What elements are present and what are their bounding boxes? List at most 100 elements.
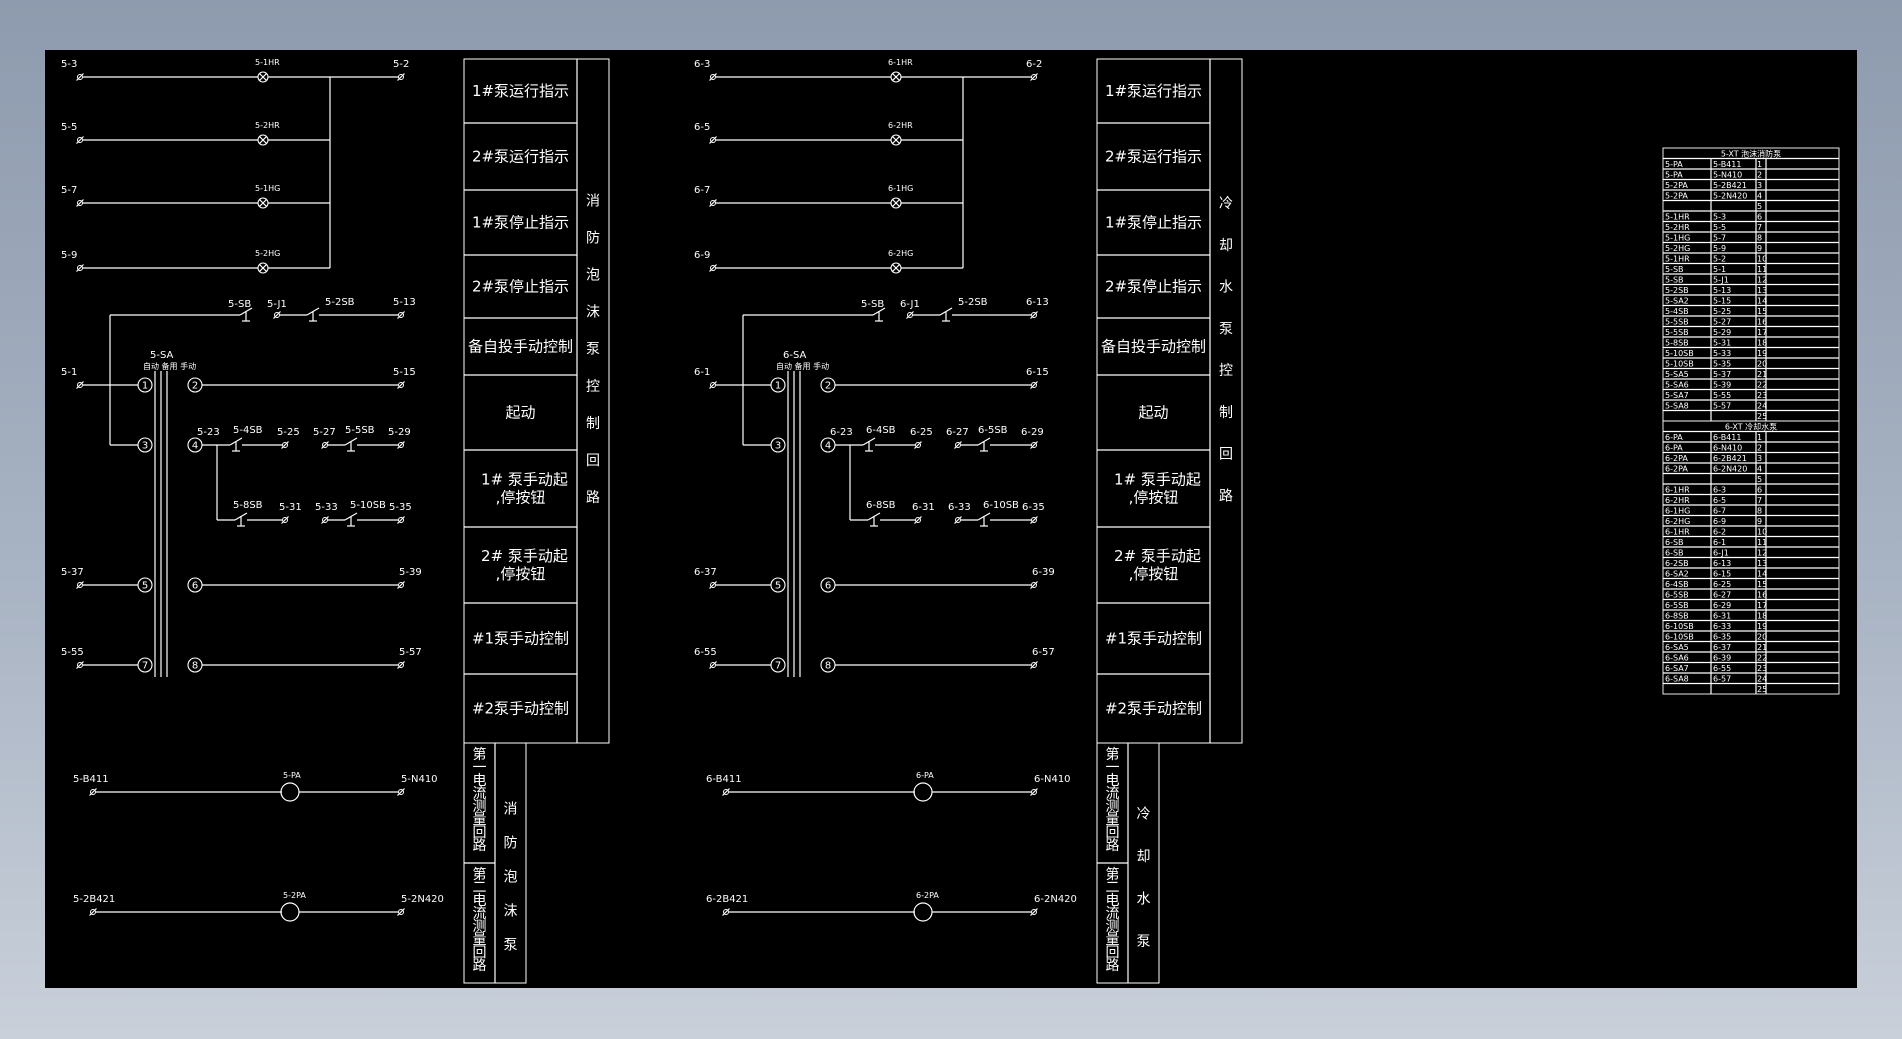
row-label: 6-29: [1021, 427, 1044, 438]
table-cell: 24: [1757, 402, 1767, 411]
lamp-label: 6-2HR: [888, 121, 913, 130]
table-cell: 6-5SB: [1665, 591, 1689, 600]
contact-number: 8: [825, 661, 831, 672]
vertical-char: 路: [473, 958, 487, 974]
row-label: 5-25: [277, 427, 300, 438]
vertical-char: 路: [586, 490, 600, 506]
row-label: 5-27: [313, 427, 336, 438]
sb-label: 5-SB: [228, 299, 251, 310]
vertical-char: 量: [473, 812, 487, 828]
terminal-label: 5-2B421: [73, 894, 115, 905]
table-cell: 6-37: [1713, 643, 1731, 652]
terminal-slash: [709, 199, 717, 207]
table-cell: 6-2PA: [1665, 454, 1688, 463]
table-cell: 17: [1757, 601, 1767, 610]
table-cell: 5-SA7: [1665, 391, 1689, 400]
table-cell: 5-9: [1713, 244, 1726, 253]
vertical-char: 量: [473, 932, 487, 948]
table-cell: 2: [1757, 171, 1762, 180]
terminal-circle: [398, 312, 404, 318]
table-cell: 1: [1757, 433, 1762, 442]
terminal-label: 6-3: [694, 59, 710, 70]
vertical-char: 泡: [586, 267, 600, 283]
terminal-circle: [398, 582, 404, 588]
row-label: 6-4SB: [866, 425, 896, 436]
table-cell: 20: [1757, 633, 1767, 642]
terminal-circle: [77, 382, 83, 388]
terminal-label: 6-5: [694, 122, 710, 133]
function-label: #1泵手动控制: [1105, 630, 1202, 648]
vertical-char: 电: [473, 773, 487, 789]
table-cell: 13: [1757, 286, 1767, 295]
row-label: 5-29: [388, 427, 411, 438]
terminal-circle: [398, 74, 404, 80]
terminal-label: 6-2: [1026, 59, 1042, 70]
vertical-char: 制: [586, 416, 600, 432]
table-cell: 5-10SB: [1665, 360, 1694, 369]
terminal-slash: [76, 581, 84, 589]
terminal-circle: [710, 582, 716, 588]
vertical-char: 回: [1219, 447, 1233, 463]
terminal-slash: [89, 788, 97, 796]
terminal-circle: [90, 909, 96, 915]
sa-modes: 自动 备用 手动: [143, 361, 196, 371]
lamp-cross: [892, 73, 900, 81]
vertical-char: 电: [1106, 773, 1120, 789]
vertical-char: 测: [1106, 919, 1120, 935]
lamp-cross: [892, 199, 900, 207]
table-cell: 6-SB: [1665, 549, 1684, 558]
table-cell: 5-33: [1713, 349, 1731, 358]
terminal-label: 5-55: [61, 647, 84, 658]
table-cell: 20: [1757, 360, 1767, 369]
vertical-char: 水: [1219, 280, 1233, 296]
table-cell: 9: [1757, 244, 1762, 253]
function-label: ,停按钮: [496, 489, 546, 507]
table-cell: 5-55: [1713, 391, 1731, 400]
vertical-char: 测: [473, 799, 487, 815]
row-label: 5-10SB: [350, 500, 386, 511]
vertical-char: 回: [473, 825, 487, 841]
sb-label: 5-2SB: [325, 297, 355, 308]
terminal-circle: [77, 662, 83, 668]
table-cell: 25: [1757, 685, 1767, 694]
terminal-circle: [77, 582, 83, 588]
table-cell: 6-33: [1713, 622, 1731, 631]
vertical-char: 回: [586, 453, 600, 469]
table-cell: 6-31: [1713, 612, 1731, 621]
terminal-slash: [76, 199, 84, 207]
vertical-char: 防: [504, 835, 518, 851]
terminal-label: 6-13: [1026, 297, 1049, 308]
vertical-char: 泵: [1137, 934, 1151, 950]
function-label: 2#泵运行指示: [472, 148, 569, 166]
table-cell: 6-2: [1713, 528, 1726, 537]
table-cell: 5-2SB: [1665, 286, 1689, 295]
sb-label: 6-J1: [900, 299, 920, 310]
table-cell: 5-5SB: [1665, 328, 1689, 337]
sa-modes: 自动 备用 手动: [776, 361, 829, 371]
terminal-circle: [915, 442, 921, 448]
vertical-char: 沫: [504, 903, 518, 919]
terminal-slash: [906, 311, 914, 319]
terminal-label: 6-9: [694, 250, 710, 261]
function-label: 1#泵运行指示: [1105, 82, 1202, 100]
terminal-slash: [89, 908, 97, 916]
terminal-slash: [1030, 581, 1038, 589]
table-cell: 5-B411: [1713, 160, 1741, 169]
table-cell: 2: [1757, 444, 1762, 453]
table-cell: 5-35: [1713, 360, 1731, 369]
contact-number: 6: [192, 581, 198, 592]
terminal-circle: [723, 789, 729, 795]
lamp-cross: [259, 73, 267, 81]
row-label: 5-33: [315, 502, 338, 513]
lamp-cross: [259, 264, 267, 272]
terminal-circle: [77, 200, 83, 206]
ammeter-icon: [280, 782, 300, 802]
table-cell: 5: [1757, 202, 1762, 211]
vertical-char: 第: [1106, 866, 1120, 883]
vertical-char: 量: [1106, 812, 1120, 828]
table-cell: 6-2HR: [1665, 496, 1690, 505]
